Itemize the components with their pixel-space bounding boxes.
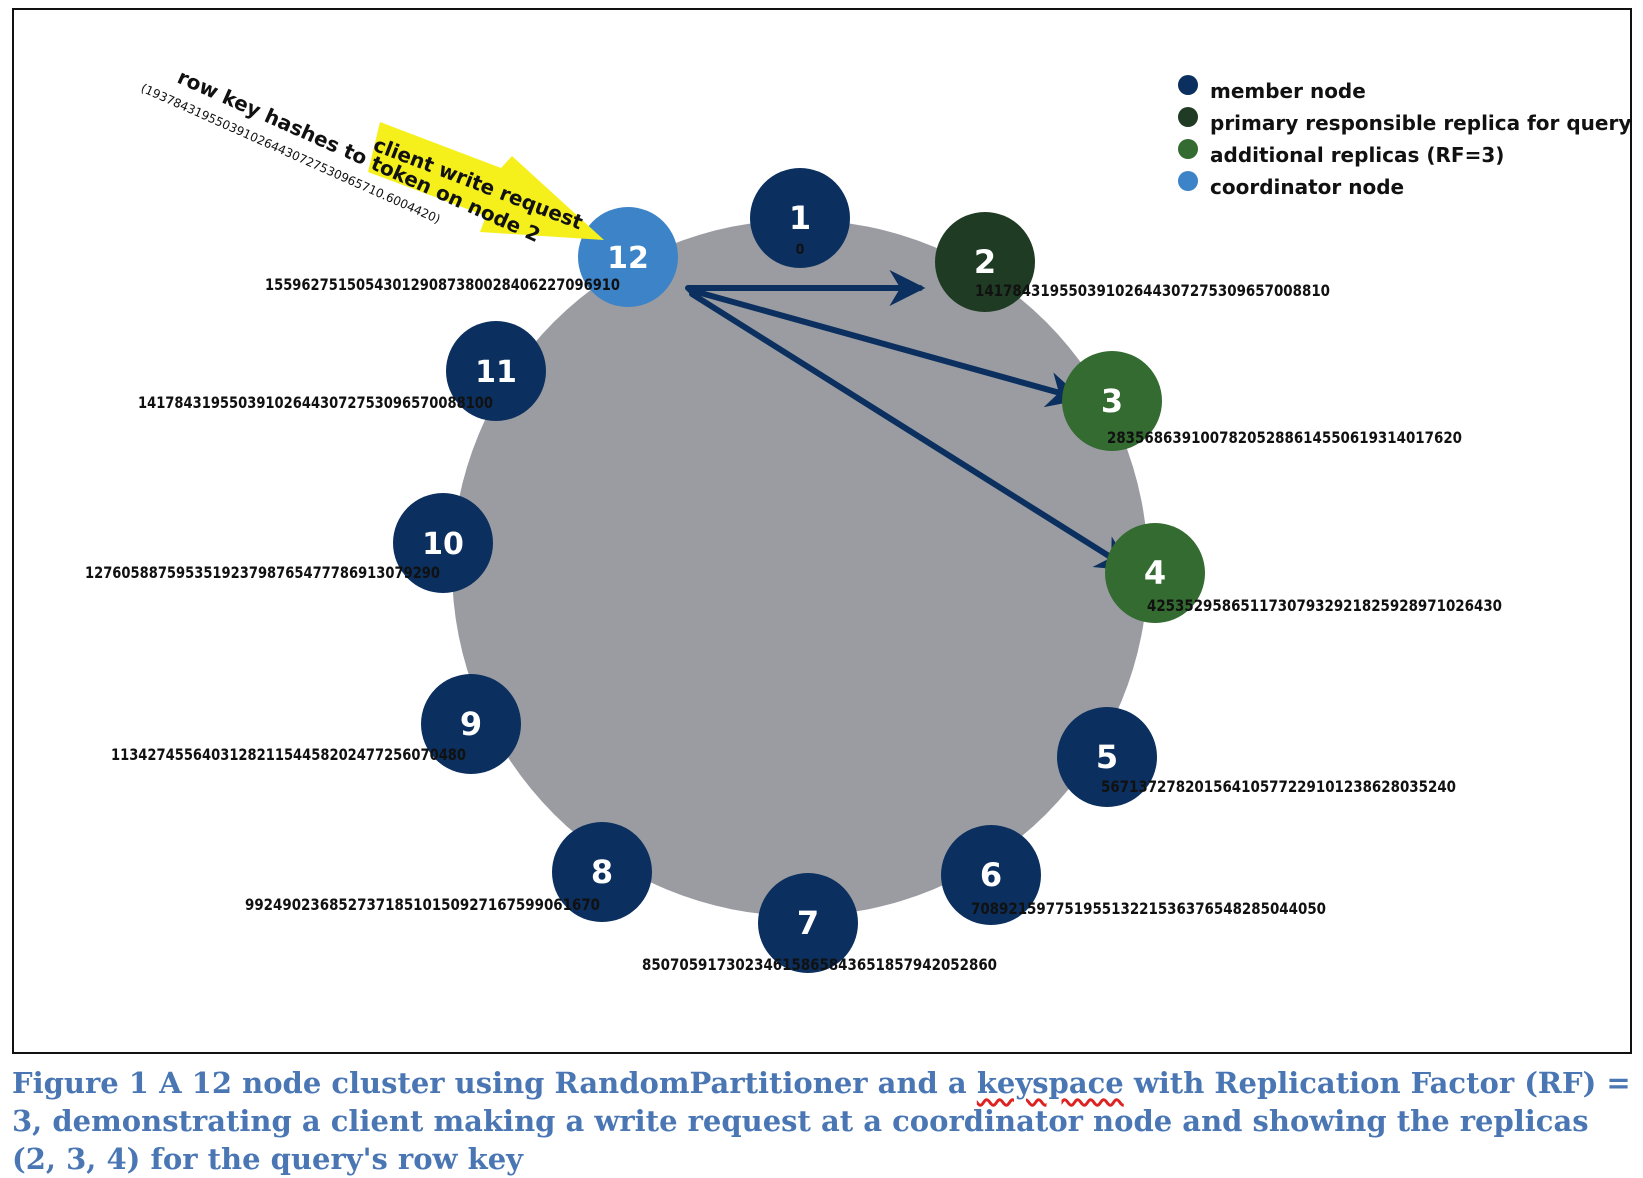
node-9: 9 <box>421 674 521 774</box>
node-8-token: 99249023685273718510150927167599061670 <box>245 895 600 914</box>
node-1: 1 <box>750 168 850 268</box>
node-1-circle <box>750 168 850 268</box>
node-12-token: 155962751505430129087380028406227096910 <box>265 275 620 294</box>
node-11-number: 11 <box>475 355 517 390</box>
figure-caption: Figure 1 A 12 node cluster using RandomP… <box>12 1064 1632 1178</box>
node-4-number: 4 <box>1144 554 1166 592</box>
node-5-token: 56713727820156410577229101238628035240 <box>1101 777 1456 796</box>
node-6-token: 70892159775195513221536376548285044050 <box>971 899 1326 918</box>
legend-dot-icon <box>1178 171 1198 191</box>
node-10-number: 10 <box>422 527 464 562</box>
node-4-token: 42535295865117307932921825928971026430 <box>1147 596 1502 615</box>
node-3-token: 28356863910078205288614550619314017620 <box>1107 428 1462 447</box>
node-5-circle <box>1057 707 1157 807</box>
node-12-number: 12 <box>607 241 649 276</box>
legend-dot-icon <box>1178 75 1198 95</box>
callout-arrow-shape <box>368 122 604 240</box>
node-8: 8 <box>552 822 652 922</box>
node-4: 4 <box>1105 523 1205 623</box>
node-3-circle <box>1062 351 1162 451</box>
node-11: 11 <box>446 321 546 421</box>
legend-label: additional replicas (RF=3) <box>1210 143 1504 167</box>
caption-keyspace-word: keyspace <box>976 1066 1124 1100</box>
node-10: 10 <box>393 493 493 593</box>
node-1-number: 1 <box>789 199 811 237</box>
legend: member node primary responsible replica f… <box>1178 75 1631 199</box>
node-8-circle <box>552 822 652 922</box>
node-9-number: 9 <box>460 705 482 743</box>
node-3-number: 3 <box>1101 382 1123 420</box>
node-2: 2 <box>935 212 1035 312</box>
node-2-circle <box>935 212 1035 312</box>
node-4-circle <box>1105 523 1205 623</box>
node-5-number: 5 <box>1096 738 1118 776</box>
legend-label: primary responsible replica for query <box>1210 111 1631 135</box>
caption-text-before: Figure 1 A 12 node cluster using RandomP… <box>12 1066 977 1100</box>
node-11-token: 141784319550391026443072753096570088100 <box>138 393 493 412</box>
legend-dot-icon <box>1178 139 1198 159</box>
node-7-number: 7 <box>797 904 819 942</box>
node-3: 3 <box>1062 351 1162 451</box>
node-9-circle <box>421 674 521 774</box>
node-2-number: 2 <box>974 243 996 281</box>
tokens-layer: 0141784319550391026443072753096570088102… <box>85 242 1502 974</box>
node-7-token: 85070591730234615865843651857942052860 <box>642 955 997 974</box>
node-7: 7 <box>758 873 858 973</box>
node-6-number: 6 <box>980 856 1002 894</box>
legend-label: member node <box>1210 79 1366 103</box>
token-ring <box>452 220 1148 916</box>
node-5: 5 <box>1057 707 1157 807</box>
node-11-circle <box>446 321 546 421</box>
arrow-to-node-3 <box>687 287 1084 408</box>
node-2-token: 14178431955039102644307275309657008810 <box>975 281 1330 300</box>
caption-text-after: with Replication Factor (RF) = 3, demons… <box>12 1066 1631 1176</box>
replication-arrows <box>685 270 1133 571</box>
node-6-circle <box>941 825 1041 925</box>
legend-dot-icon <box>1178 107 1198 127</box>
legend-label: coordinator node <box>1210 175 1404 199</box>
node-1-token: 0 <box>796 242 805 258</box>
node-6: 6 <box>941 825 1041 925</box>
arrow-to-node-4 <box>689 291 1133 571</box>
node-10-circle <box>393 493 493 593</box>
node-10-token: 127605887595351923798765477786913079290 <box>85 563 440 582</box>
node-12-circle <box>578 207 678 307</box>
node-9-token: 113427455640312821154458202477256070480 <box>111 745 466 764</box>
node-12: 12 <box>578 207 678 307</box>
node-7-circle <box>758 873 858 973</box>
node-8-number: 8 <box>591 853 613 891</box>
